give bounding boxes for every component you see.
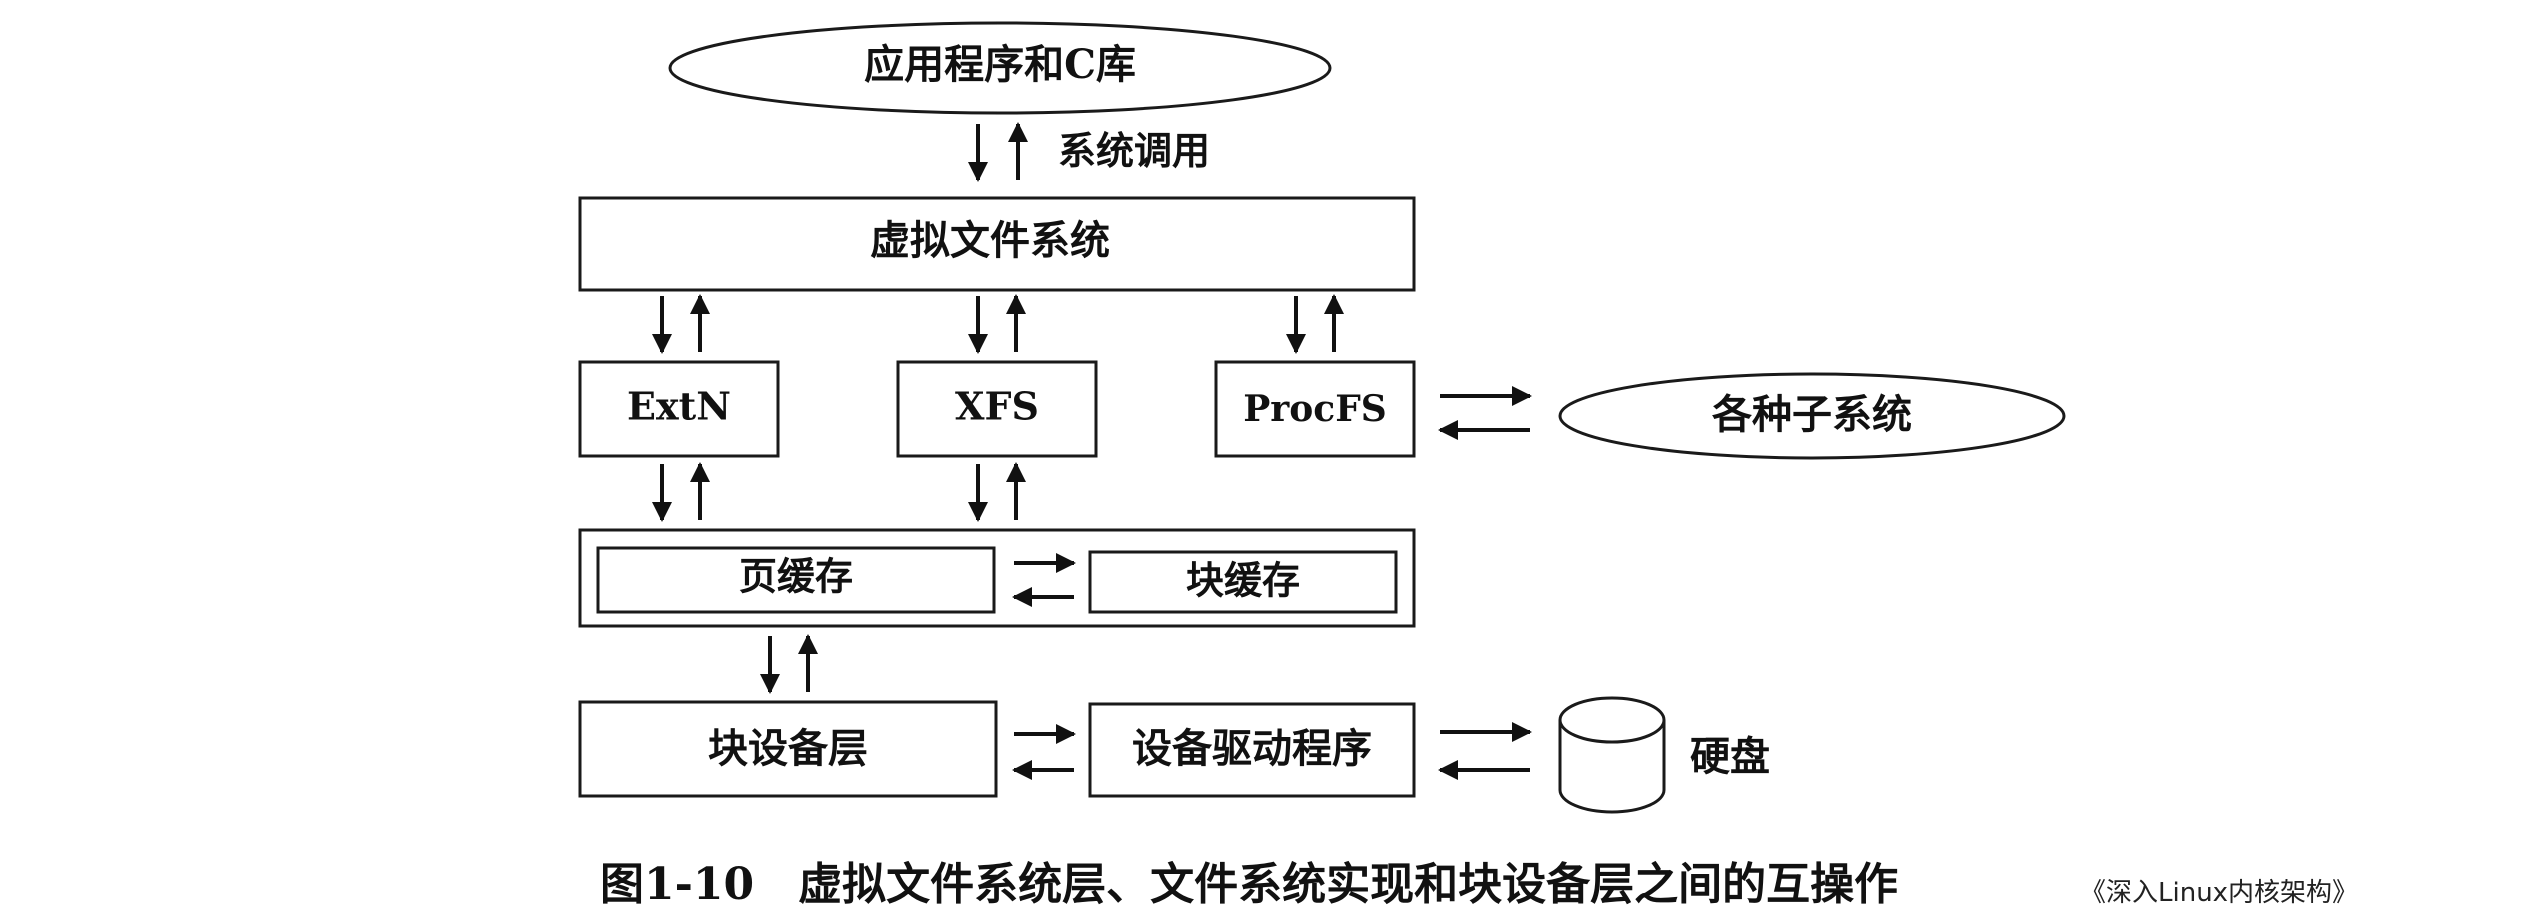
disk-label: 硬盘 — [1690, 733, 1770, 780]
figure-caption-text: 虚拟文件系统层、文件系统实现和块设备层之间的互操作 — [798, 859, 1899, 910]
figure-number: 图1-10 — [600, 859, 755, 910]
figure-caption: 图1-10 虚拟文件系统层、文件系统实现和块设备层之间的互操作 — [600, 848, 1898, 912]
extn-label: ExtN — [627, 384, 731, 429]
page-block-cache-arrows — [1012, 553, 1076, 607]
app-ellipse — [668, 21, 1332, 115]
vfs-box — [578, 196, 1416, 292]
extn-cache-arrows — [652, 462, 710, 522]
source-citation: 《深入Linux内核架构》 — [2080, 878, 2359, 908]
block-cache-label: 块缓存 — [1186, 558, 1300, 603]
syscall-arrows — [968, 122, 1028, 182]
xfs-box — [896, 360, 1098, 458]
subsystems-ellipse — [1558, 372, 2066, 460]
vfs-extn-arrows — [652, 294, 710, 354]
block-layer-driver-arrows — [1012, 724, 1076, 780]
page-cache-box — [596, 546, 996, 614]
procfs-box — [1214, 360, 1416, 458]
driver-box — [1088, 702, 1416, 798]
extn-box — [578, 360, 780, 458]
driver-disk-arrows — [1438, 722, 1532, 780]
xfs-cache-arrows — [968, 462, 1026, 522]
page-cache-label: 页缓存 — [739, 554, 853, 599]
xfs-label: XFS — [955, 384, 1039, 429]
driver-label: 设备驱动程序 — [1132, 725, 1372, 772]
disk-cylinder-icon — [1558, 696, 1666, 814]
block-layer-box — [578, 700, 998, 798]
vfs-xfs-arrows — [968, 294, 1026, 354]
block-layer-label: 块设备层 — [708, 725, 868, 772]
vfs-label: 虚拟文件系统 — [870, 217, 1110, 264]
app-label: 应用程序和C库 — [864, 41, 1136, 88]
procfs-label: ProcFS — [1243, 388, 1387, 430]
vfs-procfs-arrows — [1286, 294, 1344, 354]
syscall-label: 系统调用 — [1058, 128, 1210, 173]
procfs-subsystems-arrows — [1438, 386, 1532, 440]
block-cache-box — [1088, 550, 1398, 614]
subsystems-label: 各种子系统 — [1712, 391, 1912, 438]
cache-block-layer-arrows — [760, 634, 818, 694]
